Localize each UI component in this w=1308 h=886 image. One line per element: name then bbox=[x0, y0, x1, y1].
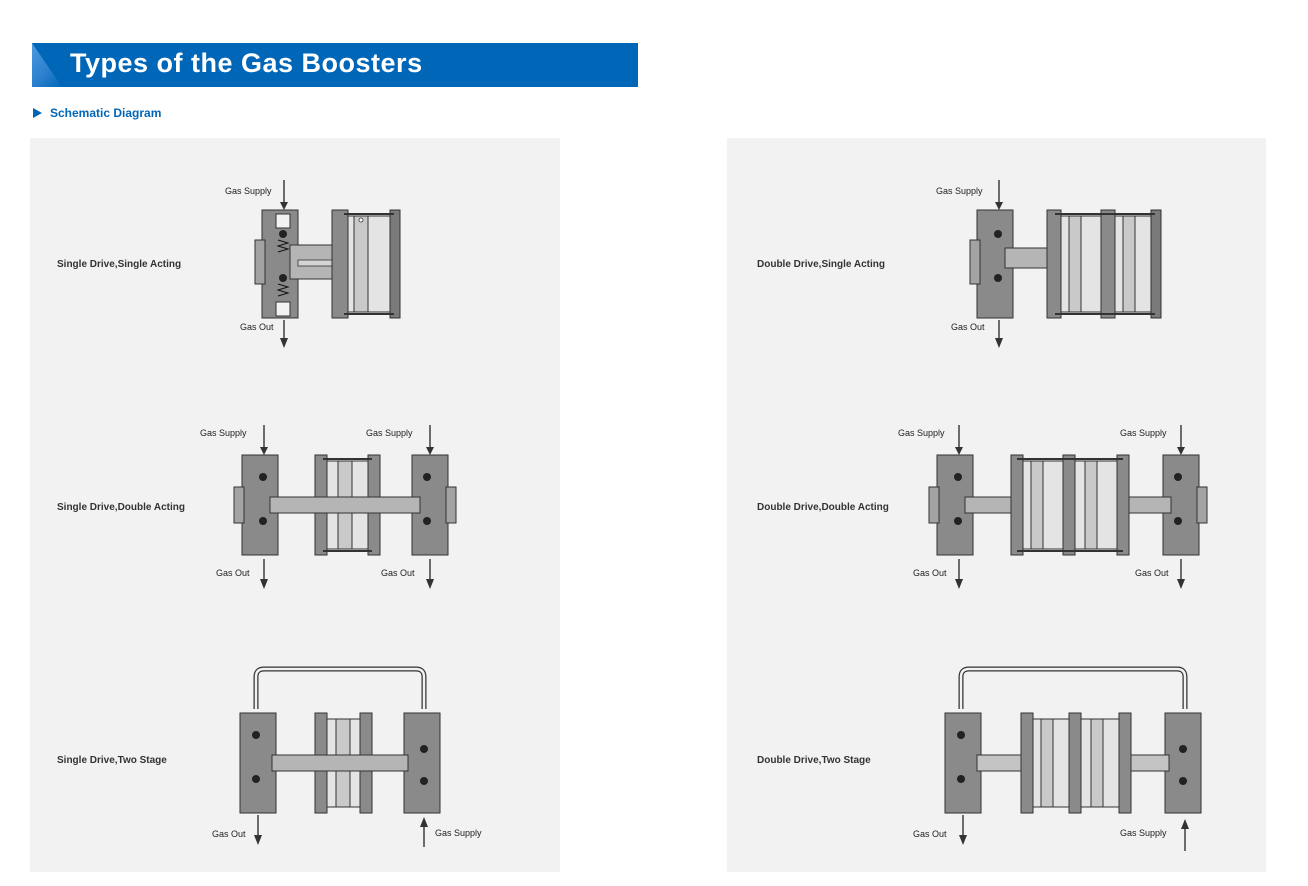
type-label-double-two: Double Drive,Two Stage bbox=[757, 755, 871, 766]
gas-out-label: Gas Out bbox=[913, 568, 947, 578]
gas-out-label: Gas Out bbox=[913, 829, 947, 839]
gas-out-label: Gas Out bbox=[212, 829, 246, 839]
gas-supply-label: Gas Supply bbox=[1120, 828, 1167, 838]
gas-supply-label: Gas Supply bbox=[1120, 428, 1167, 438]
diagram-single-drive-two-stage bbox=[239, 666, 441, 847]
diagram-double-drive-single-acting bbox=[969, 180, 1162, 348]
triangle-bullet-icon bbox=[33, 108, 42, 118]
type-label-double-double: Double Drive,Double Acting bbox=[757, 502, 889, 513]
gas-out-label: Gas Out bbox=[1135, 568, 1169, 578]
type-label-double-single: Double Drive,Single Acting bbox=[757, 259, 885, 270]
gas-out-label: Gas Out bbox=[381, 568, 415, 578]
type-label-single-two: Single Drive,Two Stage bbox=[57, 755, 167, 766]
section-heading-text: Schematic Diagram bbox=[50, 106, 162, 120]
gas-supply-label: Gas Supply bbox=[936, 186, 983, 196]
diagram-double-drive-double-acting bbox=[928, 425, 1208, 589]
page-title: Types of the Gas Boosters bbox=[70, 48, 423, 78]
section-heading: Schematic Diagram bbox=[33, 106, 161, 120]
gas-supply-label: Gas Supply bbox=[225, 186, 272, 196]
gas-supply-label: Gas Supply bbox=[366, 428, 413, 438]
gas-supply-label: Gas Supply bbox=[435, 828, 482, 838]
banner-accent bbox=[32, 43, 62, 87]
gas-out-label: Gas Out bbox=[240, 322, 274, 332]
type-label-single-single: Single Drive,Single Acting bbox=[57, 259, 182, 270]
gas-supply-label: Gas Supply bbox=[200, 428, 247, 438]
title-banner: Types of the Gas Boosters bbox=[32, 43, 638, 87]
diagram-single-drive-single-acting bbox=[254, 180, 401, 348]
gas-out-label: Gas Out bbox=[216, 568, 250, 578]
diagram-double-drive-two-stage bbox=[944, 666, 1202, 851]
type-label-single-double: Single Drive,Double Acting bbox=[57, 502, 185, 513]
gas-supply-label: Gas Supply bbox=[898, 428, 945, 438]
gas-out-label: Gas Out bbox=[951, 322, 985, 332]
diagram-single-drive-double-acting bbox=[233, 425, 457, 589]
